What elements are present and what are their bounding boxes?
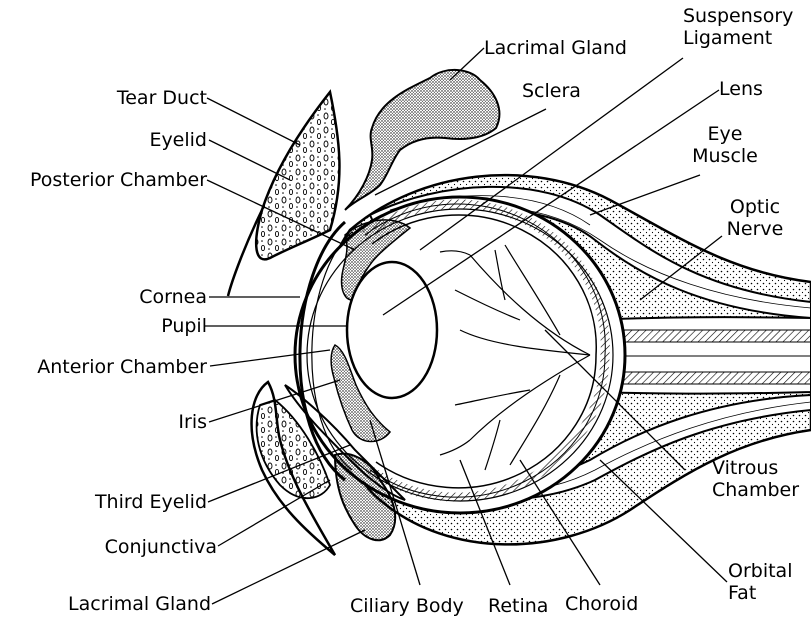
label-sclera: Sclera [522, 80, 581, 102]
label-anterior-chamber: Anterior Chamber [37, 356, 207, 378]
label-cornea: Cornea [139, 286, 207, 308]
label-eye-muscle: Eye Muscle [690, 123, 760, 167]
label-eyelid: Eyelid [149, 129, 207, 151]
label-lens: Lens [719, 78, 763, 100]
label-third-eyelid: Third Eyelid [95, 491, 207, 513]
label-suspensory-ligament: Suspensory Ligament [683, 5, 793, 49]
lens [347, 262, 437, 398]
label-conjunctiva: Conjunctiva [105, 536, 217, 558]
label-lacrimal-gland-bottom: Lacrimal Gland [68, 593, 211, 615]
label-posterior-chamber: Posterior Chamber [30, 169, 207, 191]
label-optic-nerve: Optic Nerve [720, 196, 790, 240]
label-tear-duct: Tear Duct [117, 87, 207, 109]
label-retina: Retina [488, 595, 548, 617]
label-orbital-fat: Orbital Fat [728, 560, 792, 604]
label-vitreous-chamber: Vitrous Chamber [712, 457, 799, 501]
label-pupil: Pupil [161, 315, 207, 337]
label-lacrimal-gland-top: Lacrimal Gland [484, 37, 627, 59]
label-choroid: Choroid [565, 593, 638, 615]
label-ciliary-body: Ciliary Body [350, 595, 464, 617]
label-iris: Iris [178, 411, 207, 433]
